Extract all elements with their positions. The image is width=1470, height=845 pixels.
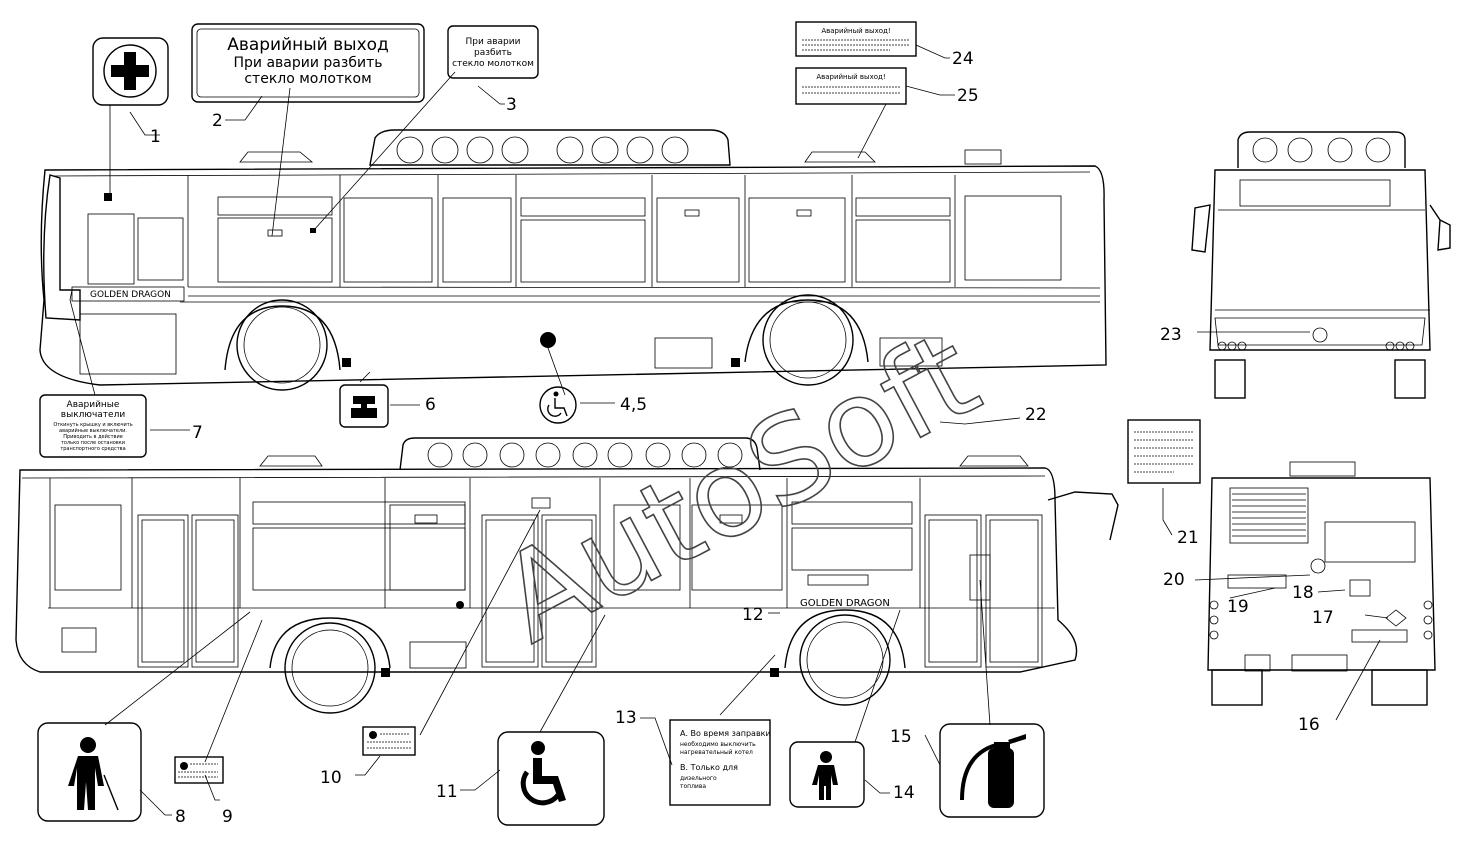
emergency-exit-line2: При аварии разбить — [234, 55, 383, 71]
bus-side-view-top: GOLDEN DRAGON — [39, 129, 1107, 391]
fuel-a3: нагревательный котел — [680, 749, 753, 756]
callout-20: 20 — [1163, 570, 1185, 590]
callout-13: 13 — [615, 708, 637, 728]
leader-lines-rear — [1162, 488, 1389, 721]
callout-21: 21 — [1177, 528, 1199, 548]
switch-body2: аварийные выключатели. — [59, 427, 127, 434]
label-wheelchair — [497, 731, 605, 826]
label-wheelchair-small — [539, 386, 577, 424]
callout-14: 14 — [893, 783, 915, 803]
hammer-line1: При аварии — [466, 37, 521, 47]
fire-extinguisher-icon — [960, 734, 1026, 808]
label-fuel-notice: А. Во время заправки необходимо выключит… — [669, 719, 771, 806]
callout-11: 11 — [436, 782, 458, 802]
switch-body5: транспортного средства — [60, 446, 125, 452]
emergency-exit-line3: стекло молотком — [244, 71, 371, 87]
callout-2: 2 — [212, 111, 223, 131]
wheelchair-icon — [547, 398, 568, 417]
callout-22: 22 — [1025, 405, 1047, 425]
fuel-b2: дизельного — [680, 775, 717, 782]
label-small-notice-10 — [362, 726, 416, 756]
leader-lines-bottom — [104, 509, 991, 816]
brand-text-bottom: GOLDEN DRAGON — [800, 598, 890, 609]
wheelchair-icon-large — [520, 741, 566, 806]
hammer-icon — [351, 396, 377, 418]
label-child — [789, 741, 865, 808]
bus-side-view-bottom: GOLDEN DRAGON — [15, 437, 1119, 714]
switch-body4: только после остановки — [61, 440, 125, 446]
fuel-a1: А. Во время заправки — [680, 729, 771, 738]
callout-6: 6 — [425, 395, 436, 415]
hammer-line2: разбить — [474, 48, 512, 58]
blind-person-icon — [68, 737, 119, 811]
label-emergency-exit: Аварийный выход При аварии разбить стекл… — [191, 23, 425, 103]
label-hammer: При аварии разбить стекло молотком — [447, 25, 539, 79]
child-icon — [812, 751, 838, 800]
switch-body3: Приводить в действие — [63, 433, 123, 440]
fuel-a2: необходимо выключить — [680, 741, 756, 748]
callout-1: 1 — [150, 127, 161, 147]
callout-25: 25 — [957, 86, 979, 106]
callout-10: 10 — [320, 768, 342, 788]
label-blind-person — [37, 722, 142, 822]
callout-9: 9 — [222, 807, 233, 827]
callout-8: 8 — [175, 807, 186, 827]
callout-17: 17 — [1312, 608, 1334, 628]
small-exit-title-25: Аварийный выход! — [816, 73, 885, 81]
emergency-exit-title: Аварийный выход — [227, 35, 389, 55]
label-first-aid — [92, 37, 169, 106]
label-emergency-switch: Аварийные выключатели Откинуть крышку и … — [39, 394, 147, 458]
bus-front-view — [1191, 131, 1451, 399]
callout-19: 19 — [1227, 597, 1249, 617]
label-small-exit-24: Аварийный выход! — [795, 21, 917, 57]
first-aid-cross-icon — [111, 52, 149, 90]
callout-15: 15 — [890, 727, 912, 747]
brand-text-top: GOLDEN DRAGON — [90, 290, 171, 300]
bus-rear-view — [1207, 461, 1436, 706]
label-small-notice-9 — [174, 756, 224, 784]
label-small-exit-25: Аварийный выход! — [795, 67, 907, 105]
callout-24: 24 — [952, 49, 974, 69]
callout-3: 3 — [506, 95, 517, 115]
switch-title2: выключатели — [61, 410, 126, 420]
switch-body1: Откинуть крышку и включить — [53, 422, 132, 428]
callout-16: 16 — [1298, 715, 1320, 735]
small-exit-title-24: Аварийный выход! — [821, 27, 890, 35]
callout-12: 12 — [742, 605, 764, 625]
label-rear-notice — [1127, 419, 1201, 484]
hammer-line3: стекло молотком — [452, 59, 534, 69]
label-hammer-small — [339, 384, 389, 428]
callout-4-5: 4,5 — [620, 395, 647, 415]
callout-7: 7 — [192, 423, 203, 443]
switch-title1: Аварийные — [67, 400, 120, 410]
callout-23: 23 — [1160, 325, 1182, 345]
fuel-b1: В. Только для — [680, 763, 738, 772]
label-fire-extinguisher — [939, 723, 1045, 818]
callout-18: 18 — [1292, 583, 1314, 603]
fuel-b3: топлива — [680, 783, 706, 790]
